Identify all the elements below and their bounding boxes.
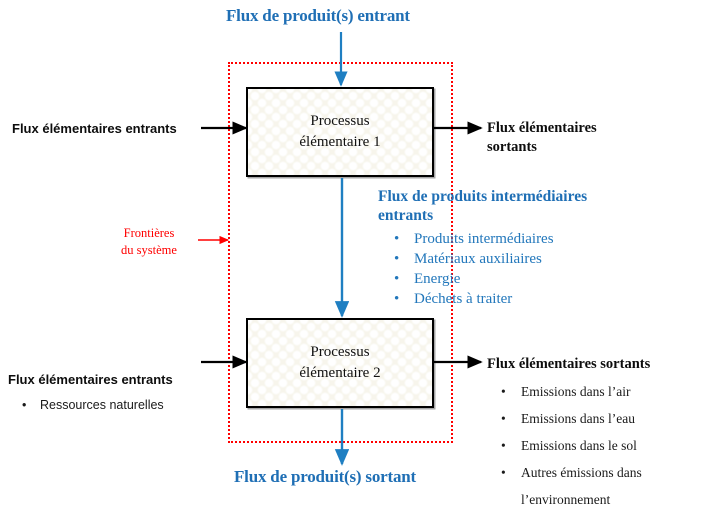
process-box-1-label: Processus élémentaire 1 <box>299 113 381 150</box>
list-item-label: Emissions dans l’air <box>521 384 631 399</box>
process-box-1[interactable]: Processus élémentaire 1 <box>246 87 434 177</box>
heading-intermediate-flows-line2: entrants <box>378 207 434 224</box>
label-system-boundary: Frontières du système <box>104 225 194 259</box>
label-elementary-outputs-top: Flux élémentaires sortants <box>487 119 687 157</box>
title-flux-produit-sortant: Flux de produit(s) sortant <box>234 467 416 486</box>
list-item-label: Produits intermédiaires <box>414 231 554 247</box>
heading-intermediate-flows-line1: Flux de produits intermédiaires <box>378 188 588 205</box>
list-item: • Emissions dans le sol <box>487 432 702 459</box>
process-box-2-label: Processus élémentaire 2 <box>299 344 381 381</box>
label-system-boundary-line2: du système <box>121 243 177 257</box>
label-system-boundary-line1: Frontières <box>123 226 175 240</box>
heading-elementary-inputs-bottom: Flux élémentaires entrants <box>8 372 173 387</box>
list-item: • Energie <box>378 269 638 289</box>
bullet-icon: • <box>501 465 506 480</box>
bullet-icon: • <box>501 384 506 399</box>
process-box-2[interactable]: Processus élémentaire 2 <box>246 318 434 408</box>
label-elementary-outputs-top-line1: Flux élémentaires <box>487 120 597 136</box>
list-item-label: Emissions dans le sol <box>521 438 637 453</box>
list-intermediate-flows: • Produits intermédiaires • Matériaux au… <box>378 229 638 309</box>
label-elementary-inputs-top: Flux élémentaires entrants <box>12 121 177 136</box>
list-item: • Déchets à traiter <box>378 289 638 309</box>
bullet-icon: • <box>394 231 400 247</box>
list-item: • Matériaux auxiliaires <box>378 249 638 269</box>
bullet-icon: • <box>394 251 400 267</box>
list-elementary-outputs-bottom: • Emissions dans l’air • Emissions dans … <box>487 378 702 512</box>
list-item: • Emissions dans l’air <box>487 378 702 405</box>
list-item: • Emissions dans l’eau <box>487 405 702 432</box>
bullet-icon: • <box>501 411 506 426</box>
list-elementary-inputs-bottom: • Ressources naturelles <box>8 398 164 412</box>
list-item-label: Matériaux auxiliaires <box>414 251 542 267</box>
bullet-icon: • <box>394 271 400 287</box>
list-item: • Produits intermédiaires <box>378 229 638 249</box>
heading-elementary-outputs-bottom: Flux élémentaires sortants <box>487 356 651 372</box>
list-item: • Autres émissions dans l’environnement <box>487 459 702 512</box>
bullet-icon: • <box>22 398 27 412</box>
list-item-label: Autres émissions dans l’environnement <box>521 465 642 507</box>
label-elementary-outputs-top-line2: sortants <box>487 139 537 155</box>
bullet-icon: • <box>394 291 400 307</box>
list-item-label: Ressources naturelles <box>40 398 164 412</box>
list-item-label: Energie <box>414 271 461 287</box>
heading-intermediate-flows: Flux de produits intermédiaires entrants <box>378 187 658 225</box>
title-flux-produit-entrant: Flux de produit(s) entrant <box>226 6 410 25</box>
list-item-label: Déchets à traiter <box>414 291 513 307</box>
list-item: • Ressources naturelles <box>8 398 164 412</box>
bullet-icon: • <box>501 438 506 453</box>
list-item-label: Emissions dans l’eau <box>521 411 635 426</box>
